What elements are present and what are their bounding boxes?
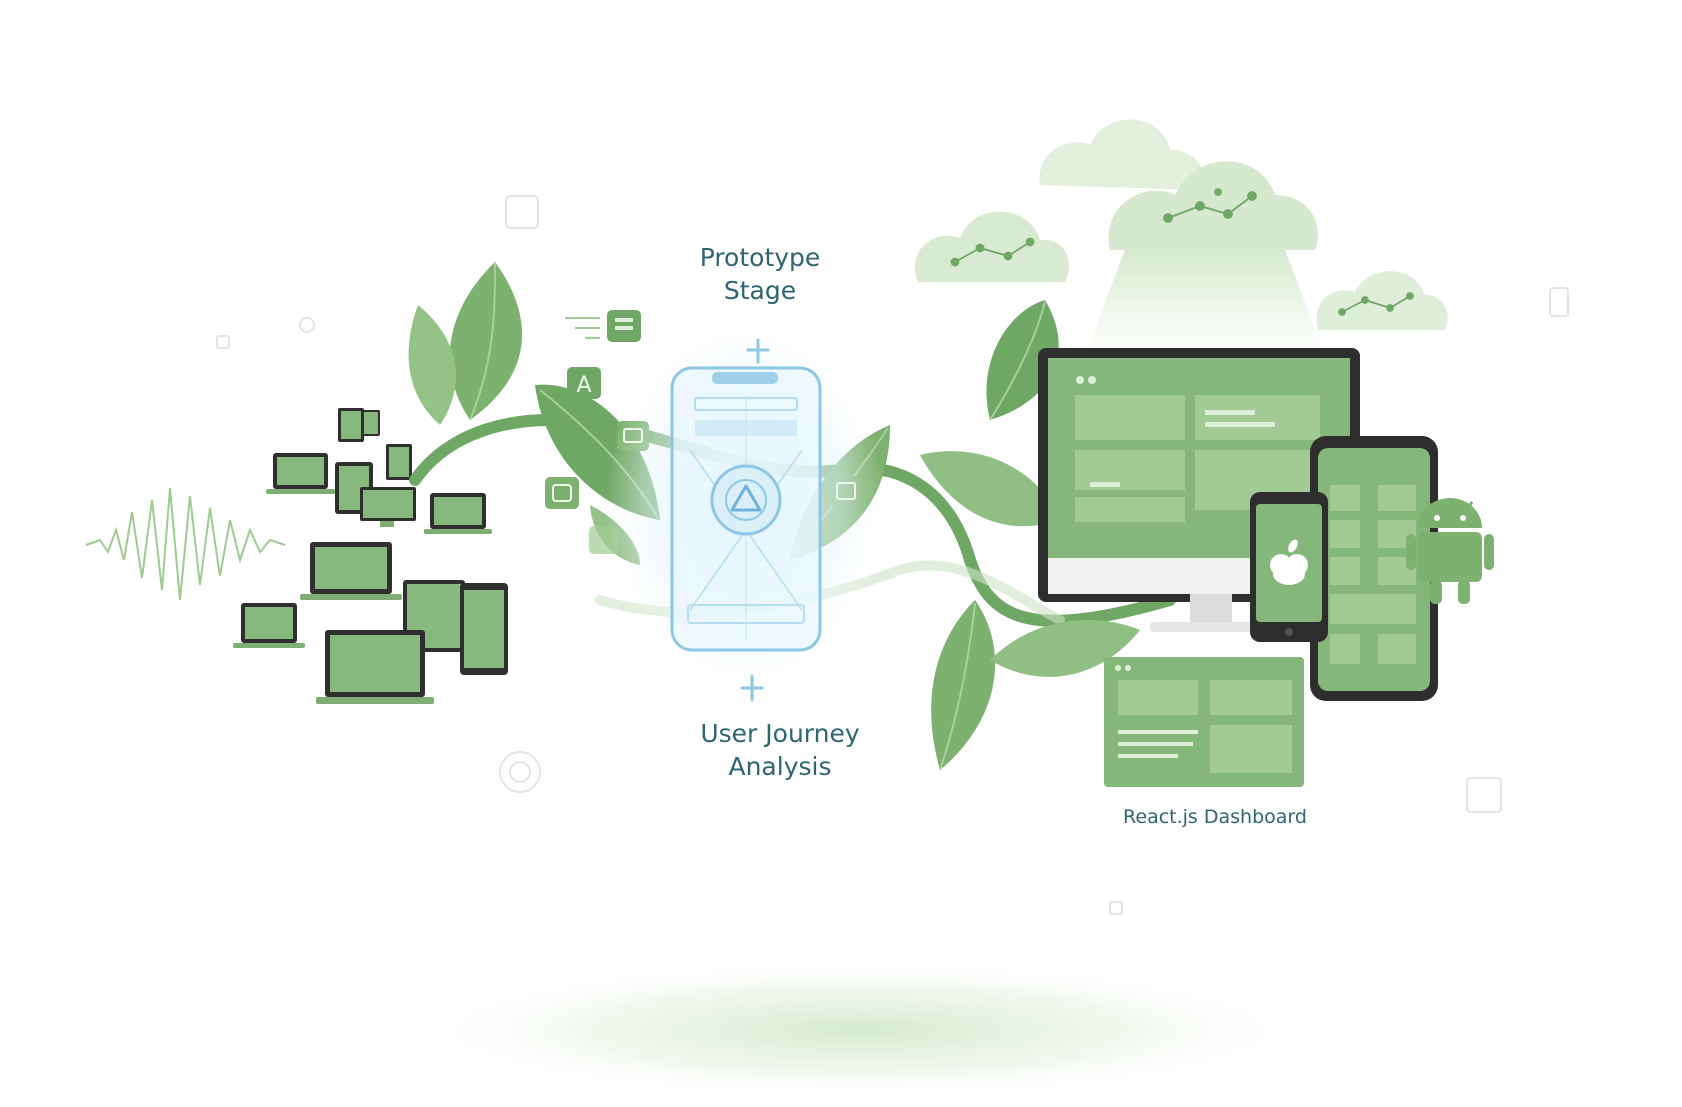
user-journey-label-line2: Analysis: [728, 751, 832, 781]
apple-phone: [1250, 492, 1328, 642]
sound-wave-icon: [85, 487, 286, 601]
cloud-beam: [1085, 250, 1325, 355]
dashboard-card: [1104, 657, 1304, 787]
prototype-stage-label-line2: Stage: [723, 275, 797, 305]
ground-shadow: [410, 960, 1310, 1100]
prototype-stage-label-line1: Prototype: [699, 243, 821, 272]
prototype-phone: [670, 366, 822, 652]
device-cluster: [233, 408, 508, 704]
dashboard-label: React.js Dashboard: [1123, 806, 1307, 828]
user-journey-label-line1: User Journey: [700, 719, 860, 748]
decorative-shapes: [216, 195, 1569, 915]
prototype-stage-label: Prototype Stage: [640, 242, 880, 307]
user-journey-label: User Journey Analysis: [635, 718, 925, 783]
stage-connectors: [740, 338, 770, 702]
cloud-network-icon: [914, 119, 1448, 330]
apple-logo-icon: [1270, 539, 1308, 585]
android-phone: [1310, 436, 1438, 701]
svg-text:A: A: [576, 373, 591, 398]
android-robot-icon: [1406, 498, 1494, 604]
triangle-circle-icon: [710, 464, 782, 536]
